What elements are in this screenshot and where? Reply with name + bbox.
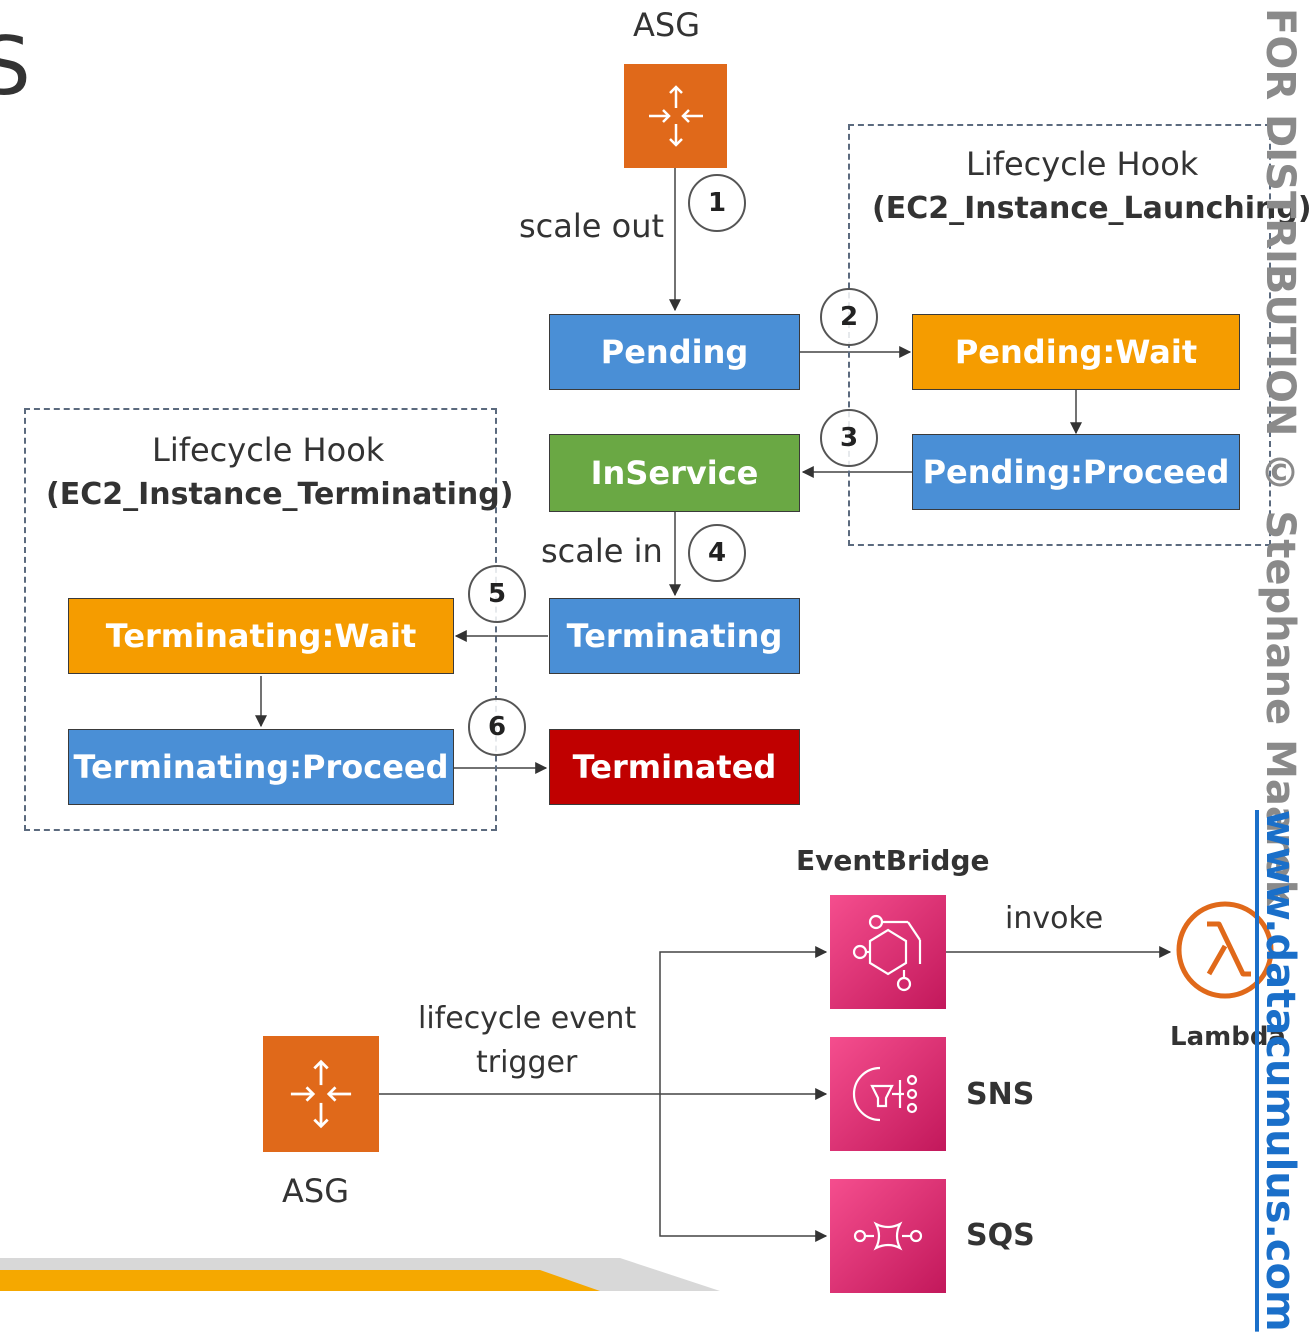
step-2-badge: 2: [820, 288, 878, 346]
sns-glyph: [852, 1066, 918, 1122]
invoke-label: invoke: [1005, 901, 1104, 936]
auto-scaling-glyph: [648, 85, 703, 147]
sqs-glyph: [853, 1221, 923, 1251]
auto-scaling-icon-bottom: [263, 1036, 379, 1152]
eventbridge-label: EventBridge: [796, 844, 990, 877]
state-pending-wait: Pending:Wait: [912, 314, 1240, 390]
sqs-icon: [830, 1179, 946, 1293]
lambda-glyph: [1176, 901, 1274, 999]
sns-label: SNS: [966, 1077, 1035, 1112]
auto-scaling-icon: [624, 64, 727, 168]
state-terminating-wait: Terminating:Wait: [68, 598, 454, 674]
sns-icon: [830, 1037, 946, 1151]
state-terminated: Terminated: [549, 729, 800, 805]
bottom-asg-label: ASG: [282, 1172, 349, 1210]
state-pending: Pending: [549, 314, 800, 390]
step-5-badge: 5: [468, 565, 526, 623]
watermark-url[interactable]: www.datacumulus.com: [1257, 810, 1303, 1332]
trigger-label-line2: trigger: [476, 1045, 578, 1080]
footer-accent-bar: [0, 1258, 720, 1291]
sqs-label: SQS: [966, 1218, 1035, 1253]
step-3-badge: 3: [820, 409, 878, 467]
lambda-icon: [1175, 900, 1275, 1000]
state-inservice: InService: [549, 434, 800, 512]
watermark-copyright: FOR DISTRIBUTION © Stephane Maarek: [1257, 8, 1303, 907]
eventbridge-glyph: [852, 914, 922, 992]
scale-out-label: scale out: [519, 207, 665, 245]
scale-in-label: scale in: [541, 532, 663, 570]
state-pending-proceed: Pending:Proceed: [912, 434, 1240, 510]
launch-hook-title: Lifecycle Hook: [966, 145, 1199, 183]
auto-scaling-glyph-bottom: [290, 1059, 352, 1129]
top-asg-label: ASG: [633, 6, 700, 44]
state-terminating: Terminating: [549, 598, 800, 674]
title-fragment: S: [0, 20, 31, 113]
terminate-hook-name: (EC2_Instance_Terminating): [46, 477, 514, 512]
connector-lines: [255, 168, 1172, 1242]
step-4-badge: 4: [688, 524, 746, 582]
step-1-badge: 1: [688, 174, 746, 232]
step-6-badge: 6: [468, 698, 526, 756]
state-terminating-proceed: Terminating:Proceed: [68, 729, 454, 805]
lambda-label: Lambda: [1170, 1022, 1286, 1052]
watermark: FOR DISTRIBUTION © Stephane Maarek www.d…: [1253, 0, 1313, 1332]
eventbridge-icon: [830, 895, 946, 1009]
trigger-label-line1: lifecycle event: [418, 1001, 637, 1036]
launch-hook-name: (EC2_Instance_Launching): [872, 191, 1312, 226]
terminate-hook-title: Lifecycle Hook: [152, 431, 385, 469]
